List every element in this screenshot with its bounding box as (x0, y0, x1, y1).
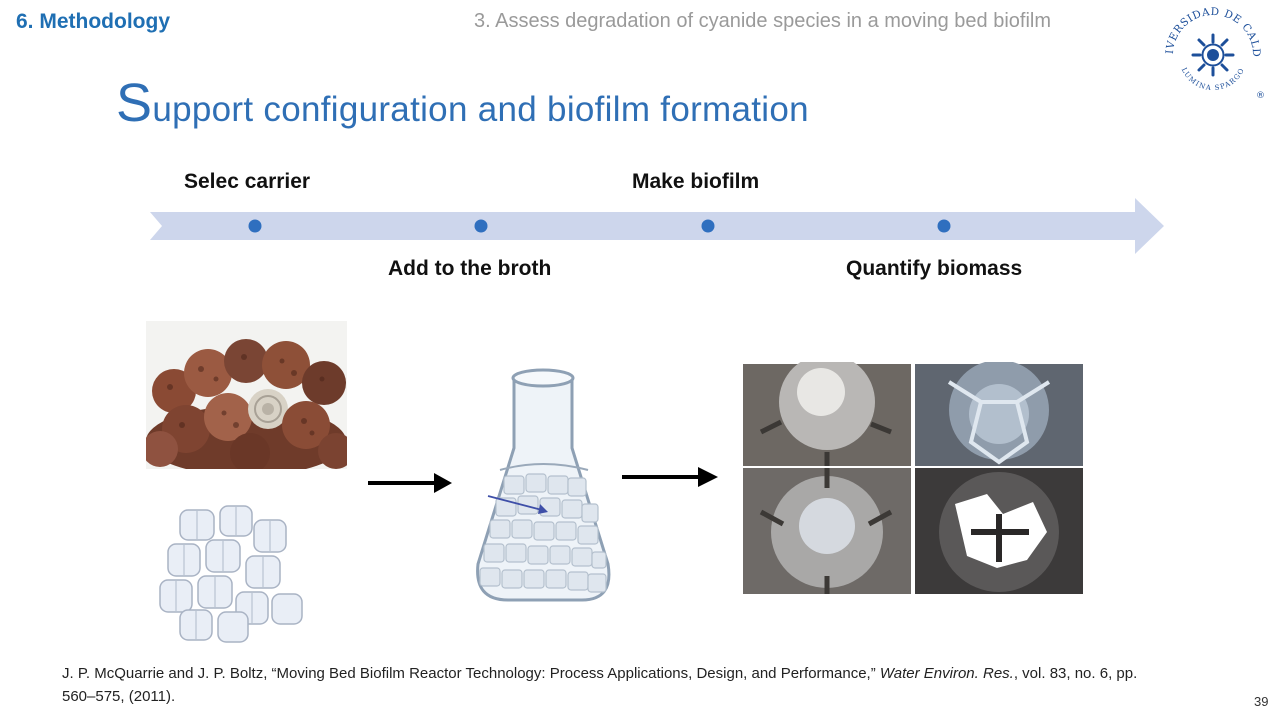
arrow-to-microscopy (622, 467, 718, 487)
seal-name: UNIVERSIDAD DE CALDAS (1158, 0, 1262, 58)
section-label: 6. Methodology (16, 10, 170, 33)
objective-subtitle: 3. Assess degradation of cyanide species… (474, 10, 1052, 32)
timeline-dot-2 (474, 219, 488, 233)
step-select-carrier: Selec carrier (184, 170, 311, 193)
arrow-to-flask (368, 473, 452, 493)
university-seal-logo: UNIVERSIDAD DE CALDAS LUMINA SPARGO ® (1158, 0, 1265, 101)
reference-citation: J. P. McQuarrie and J. P. Boltz, “Moving… (62, 662, 1162, 708)
reference-details: , vol. 83, no. 6, pp. 560–575, (2011). (62, 665, 1138, 705)
timeline-dot-4 (937, 219, 951, 233)
porous-carrier-photo (146, 321, 347, 469)
timeline-dot-3 (701, 219, 715, 233)
micrograph-3 (743, 468, 911, 594)
timeline-arrow (150, 198, 1164, 254)
biofilm-microscopy-grid (741, 362, 1085, 596)
timeline-dot-1 (248, 219, 262, 233)
svg-text:UNIVERSIDAD DE CALDAS: UNIVERSIDAD DE CALDAS (1158, 0, 1262, 58)
micrograph-1 (743, 362, 911, 466)
title-rest: upport configuration and biofilm formati… (152, 90, 809, 129)
reference-authors-title: J. P. McQuarrie and J. P. Boltz, “Moving… (62, 665, 880, 682)
step-add-to-broth: Add to the broth (388, 257, 552, 280)
page-number: 39 (1254, 694, 1269, 709)
registered-mark: ® (1256, 91, 1265, 101)
micrograph-4 (915, 468, 1083, 594)
slide-title: Support configuration and biofilm format… (116, 72, 809, 134)
step-quantify-biomass: Quantify biomass (846, 257, 1023, 280)
step-make-biofilm: Make biofilm (632, 170, 760, 193)
micrograph-2 (915, 362, 1083, 466)
reference-journal: Water Environ. Res. (879, 665, 1014, 682)
timeline-band (150, 198, 1164, 254)
erlenmeyer-flask-illustration (476, 368, 611, 602)
title-initial: S (116, 73, 153, 133)
plastic-carrier-photo (150, 500, 310, 648)
